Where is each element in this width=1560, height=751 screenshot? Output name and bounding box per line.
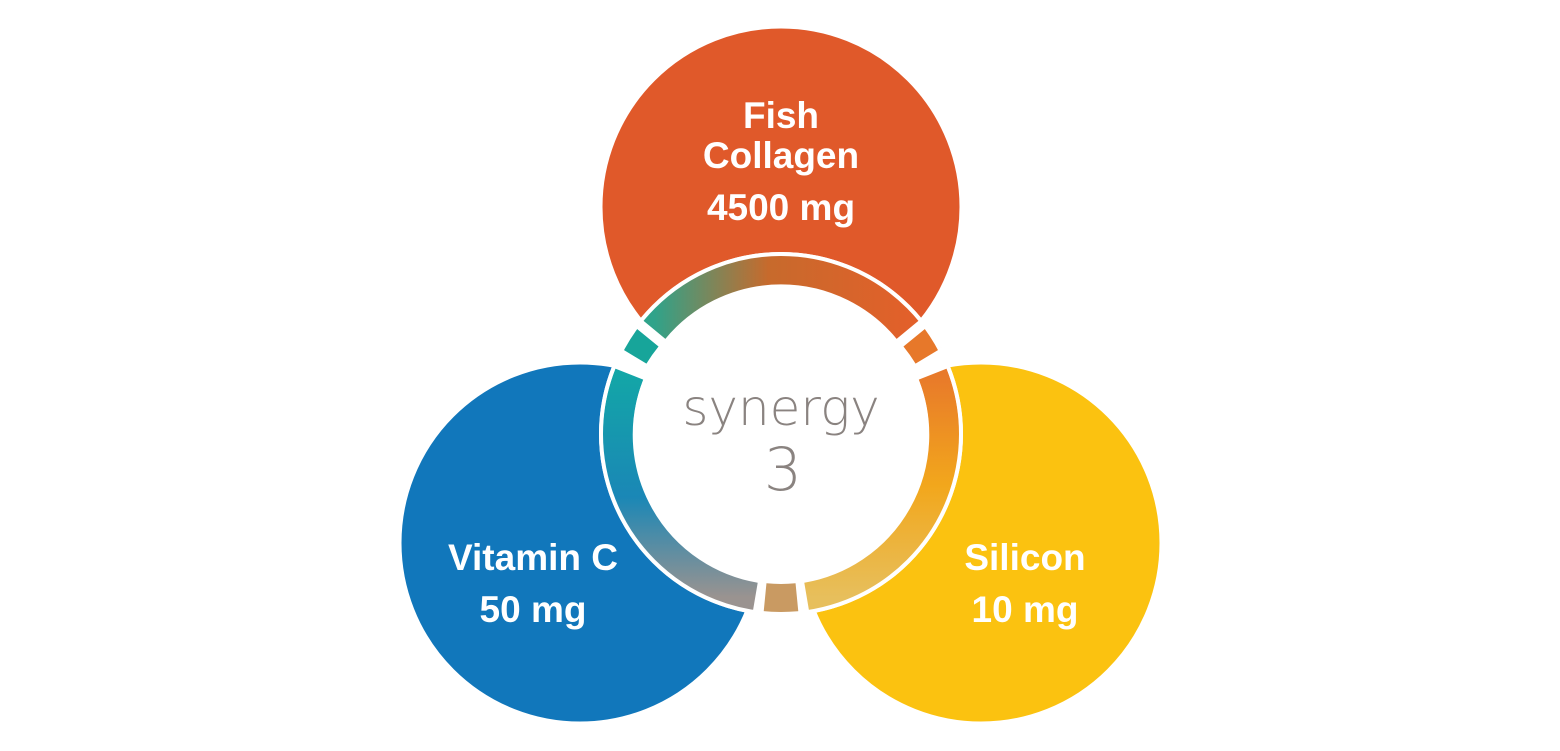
silicon-label: Silicon 10 mg (964, 537, 1085, 630)
vitamin-c-label: Vitamin C 50 mg (448, 537, 618, 630)
vitamin-c-name: Vitamin C (448, 537, 618, 578)
fish-collagen-label: Fish Collagen 4500 mg (703, 95, 859, 228)
vitamin-c-amount: 50 mg (480, 589, 587, 630)
ring-segment-bottom (763, 583, 799, 614)
silicon-name: Silicon (964, 537, 1085, 578)
fish-collagen-name-line1: Fish (743, 95, 819, 136)
fish-collagen-name-line2: Collagen (703, 135, 859, 176)
fish-collagen-amount: 4500 mg (707, 187, 855, 228)
ring-outer-outline (599, 252, 963, 616)
ring-segment-top (642, 254, 920, 339)
silicon-amount: 10 mg (972, 589, 1079, 630)
center-word: synergy (682, 379, 879, 437)
ring-segment-left (602, 368, 758, 613)
synergy-ring (602, 254, 960, 614)
ring-segment-right (804, 368, 960, 613)
ring-segment-upper-right (903, 327, 942, 364)
center-number: 3 (764, 435, 802, 505)
ring-segment-upper-left (620, 327, 659, 364)
ring-inner-disc (633, 286, 929, 582)
